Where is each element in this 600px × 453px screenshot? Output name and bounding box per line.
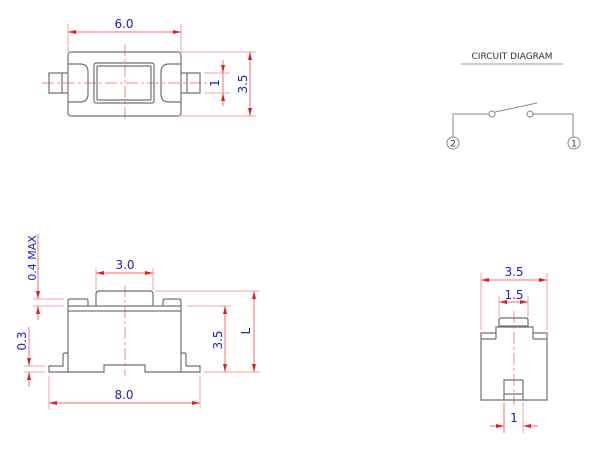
front-width-label: 3.5 — [504, 265, 523, 279]
left-recess — [68, 63, 89, 103]
switch-contact-left — [488, 110, 496, 118]
lead-dimension-label: 1 — [208, 79, 222, 87]
front-view: 3.5 1.5 1 — [480, 265, 548, 433]
total-height-label: L — [239, 327, 253, 334]
switch-contact-right — [526, 110, 534, 118]
top-view: 6.0 3.5 1 — [42, 17, 256, 122]
actuator-side — [95, 290, 154, 306]
cover-plate — [67, 305, 182, 312]
height-dimension-label: 3.5 — [236, 74, 250, 93]
left-leg — [48, 352, 68, 373]
actuator-width-label: 1.5 — [504, 288, 523, 302]
actuator-front — [498, 317, 529, 327]
svg-text:1: 1 — [571, 140, 577, 150]
stem-dimension-label: 0.4 MAX — [26, 235, 39, 281]
right-leg — [181, 352, 201, 373]
svg-text:2: 2 — [450, 140, 456, 150]
terminal-1 — [567, 136, 581, 150]
body-height-label: 3.5 — [211, 330, 225, 349]
width-dimension-label: 6.0 — [114, 17, 133, 31]
switch-body-front — [480, 326, 548, 401]
actuator-dimension-label: 3.0 — [115, 258, 134, 272]
lead-front — [503, 379, 524, 400]
overall-width-label: 8.0 — [114, 388, 133, 402]
circuit-diagram: CIRCUIT DIAGRAM 2 1 — [446, 52, 581, 150]
switch-body-side — [67, 311, 182, 373]
lead-thickness-label: 0.3 — [15, 331, 29, 350]
circuit-title: CIRCUIT DIAGRAM — [472, 52, 553, 62]
terminal-2 — [446, 136, 460, 150]
top-tabs — [67, 298, 182, 306]
side-view: 3.0 0.4 MAX 0.3 8.0 3.5 L — [15, 234, 260, 409]
actuator-inner — [96, 65, 152, 101]
lead-width-label: 1 — [510, 411, 518, 425]
right-recess — [160, 63, 181, 103]
switch-body-top — [67, 51, 182, 117]
actuator-outer — [93, 62, 155, 104]
switch-lever — [494, 102, 538, 113]
right-lead — [181, 72, 201, 94]
left-lead — [48, 72, 68, 94]
